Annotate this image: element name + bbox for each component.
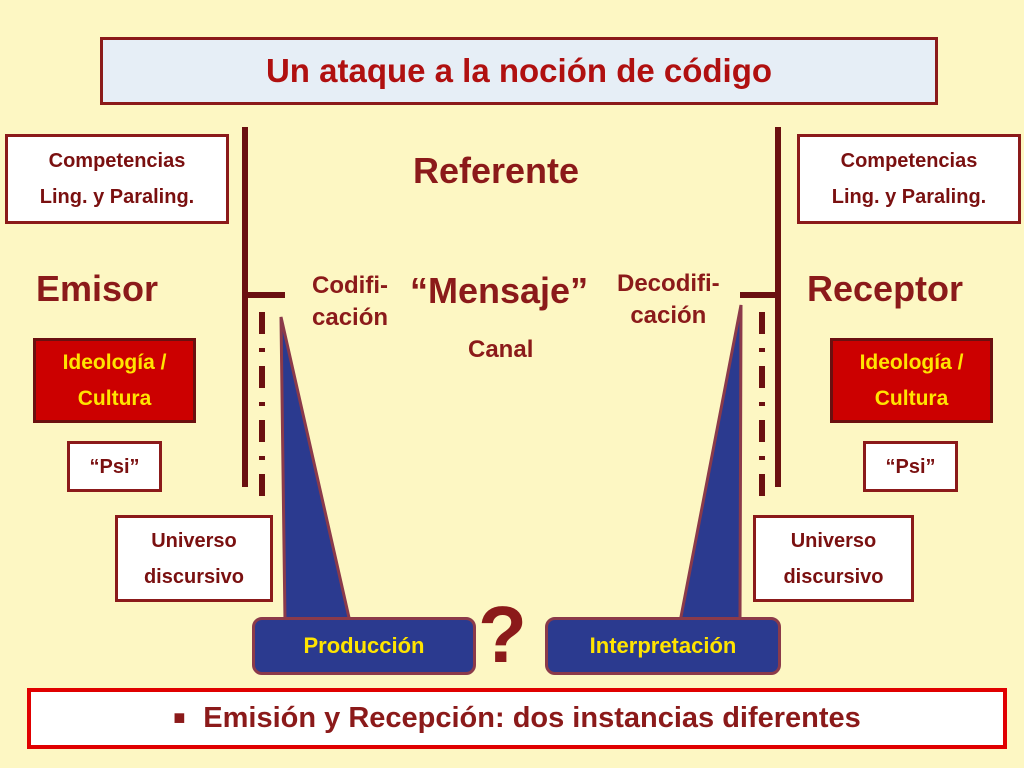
left-universo-box: Universo discursivo <box>115 515 273 602</box>
codificacion-line2: cación <box>312 304 389 331</box>
right-competencias-box: Competencias Ling. y Paraling. <box>797 134 1021 224</box>
left-psi-box: “Psi” <box>67 441 162 492</box>
emisor-label: Emisor <box>36 268 159 309</box>
right-ideologia-line1: Ideología / <box>859 350 964 374</box>
right-universo-line2: discursivo <box>783 565 884 588</box>
left-ideologia-line2: Cultura <box>77 386 152 410</box>
codificacion-label: Codifi- cación <box>312 270 388 334</box>
decodificacion-label: Decodifi- cación <box>617 268 720 332</box>
bullet-icon: ■ <box>173 707 186 729</box>
right-universo-box: Universo discursivo <box>753 515 914 602</box>
receptor-label: Receptor <box>807 268 964 309</box>
right-psi-box: “Psi” <box>863 441 958 492</box>
produccion-wedge <box>279 316 352 624</box>
left-ideologia-box: Ideología / Cultura <box>33 338 196 423</box>
referente-label: Referente <box>413 150 580 191</box>
bottom-text: Emisión y Recepción: dos instancias dife… <box>203 702 861 734</box>
right-ideologia-box: Ideología / Cultura <box>830 338 993 423</box>
question-mark: ? <box>478 590 527 679</box>
interpretacion-wedge <box>678 304 743 624</box>
interpretacion-pill: Interpretación <box>545 617 781 675</box>
right-competencias-line1: Competencias <box>840 150 978 172</box>
bottom-statement: ■ Emisión y Recepción: dos instancias di… <box>27 688 1007 749</box>
left-universo-line1: Universo <box>151 529 237 552</box>
produccion-pill: Producción <box>252 617 476 675</box>
decodificacion-line2: cación <box>630 302 707 329</box>
codificacion-line1: Codifi- <box>312 272 388 299</box>
left-universo-line2: discursivo <box>143 565 245 588</box>
mensaje-label: “Mensaje” <box>410 270 589 311</box>
page-title: Un ataque a la noción de código <box>100 37 938 105</box>
right-universo-line1: Universo <box>790 529 877 552</box>
left-competencias-line1: Competencias <box>48 150 186 172</box>
right-competencias-line2: Ling. y Paraling. <box>831 186 987 208</box>
canal-label: Canal <box>468 336 534 363</box>
decodificacion-line1: Decodifi- <box>617 270 720 297</box>
right-ideologia-line2: Cultura <box>874 386 949 410</box>
left-competencias-line2: Ling. y Paraling. <box>39 186 195 208</box>
left-ideologia-line1: Ideología / <box>62 350 167 374</box>
left-competencias-box: Competencias Ling. y Paraling. <box>5 134 229 224</box>
